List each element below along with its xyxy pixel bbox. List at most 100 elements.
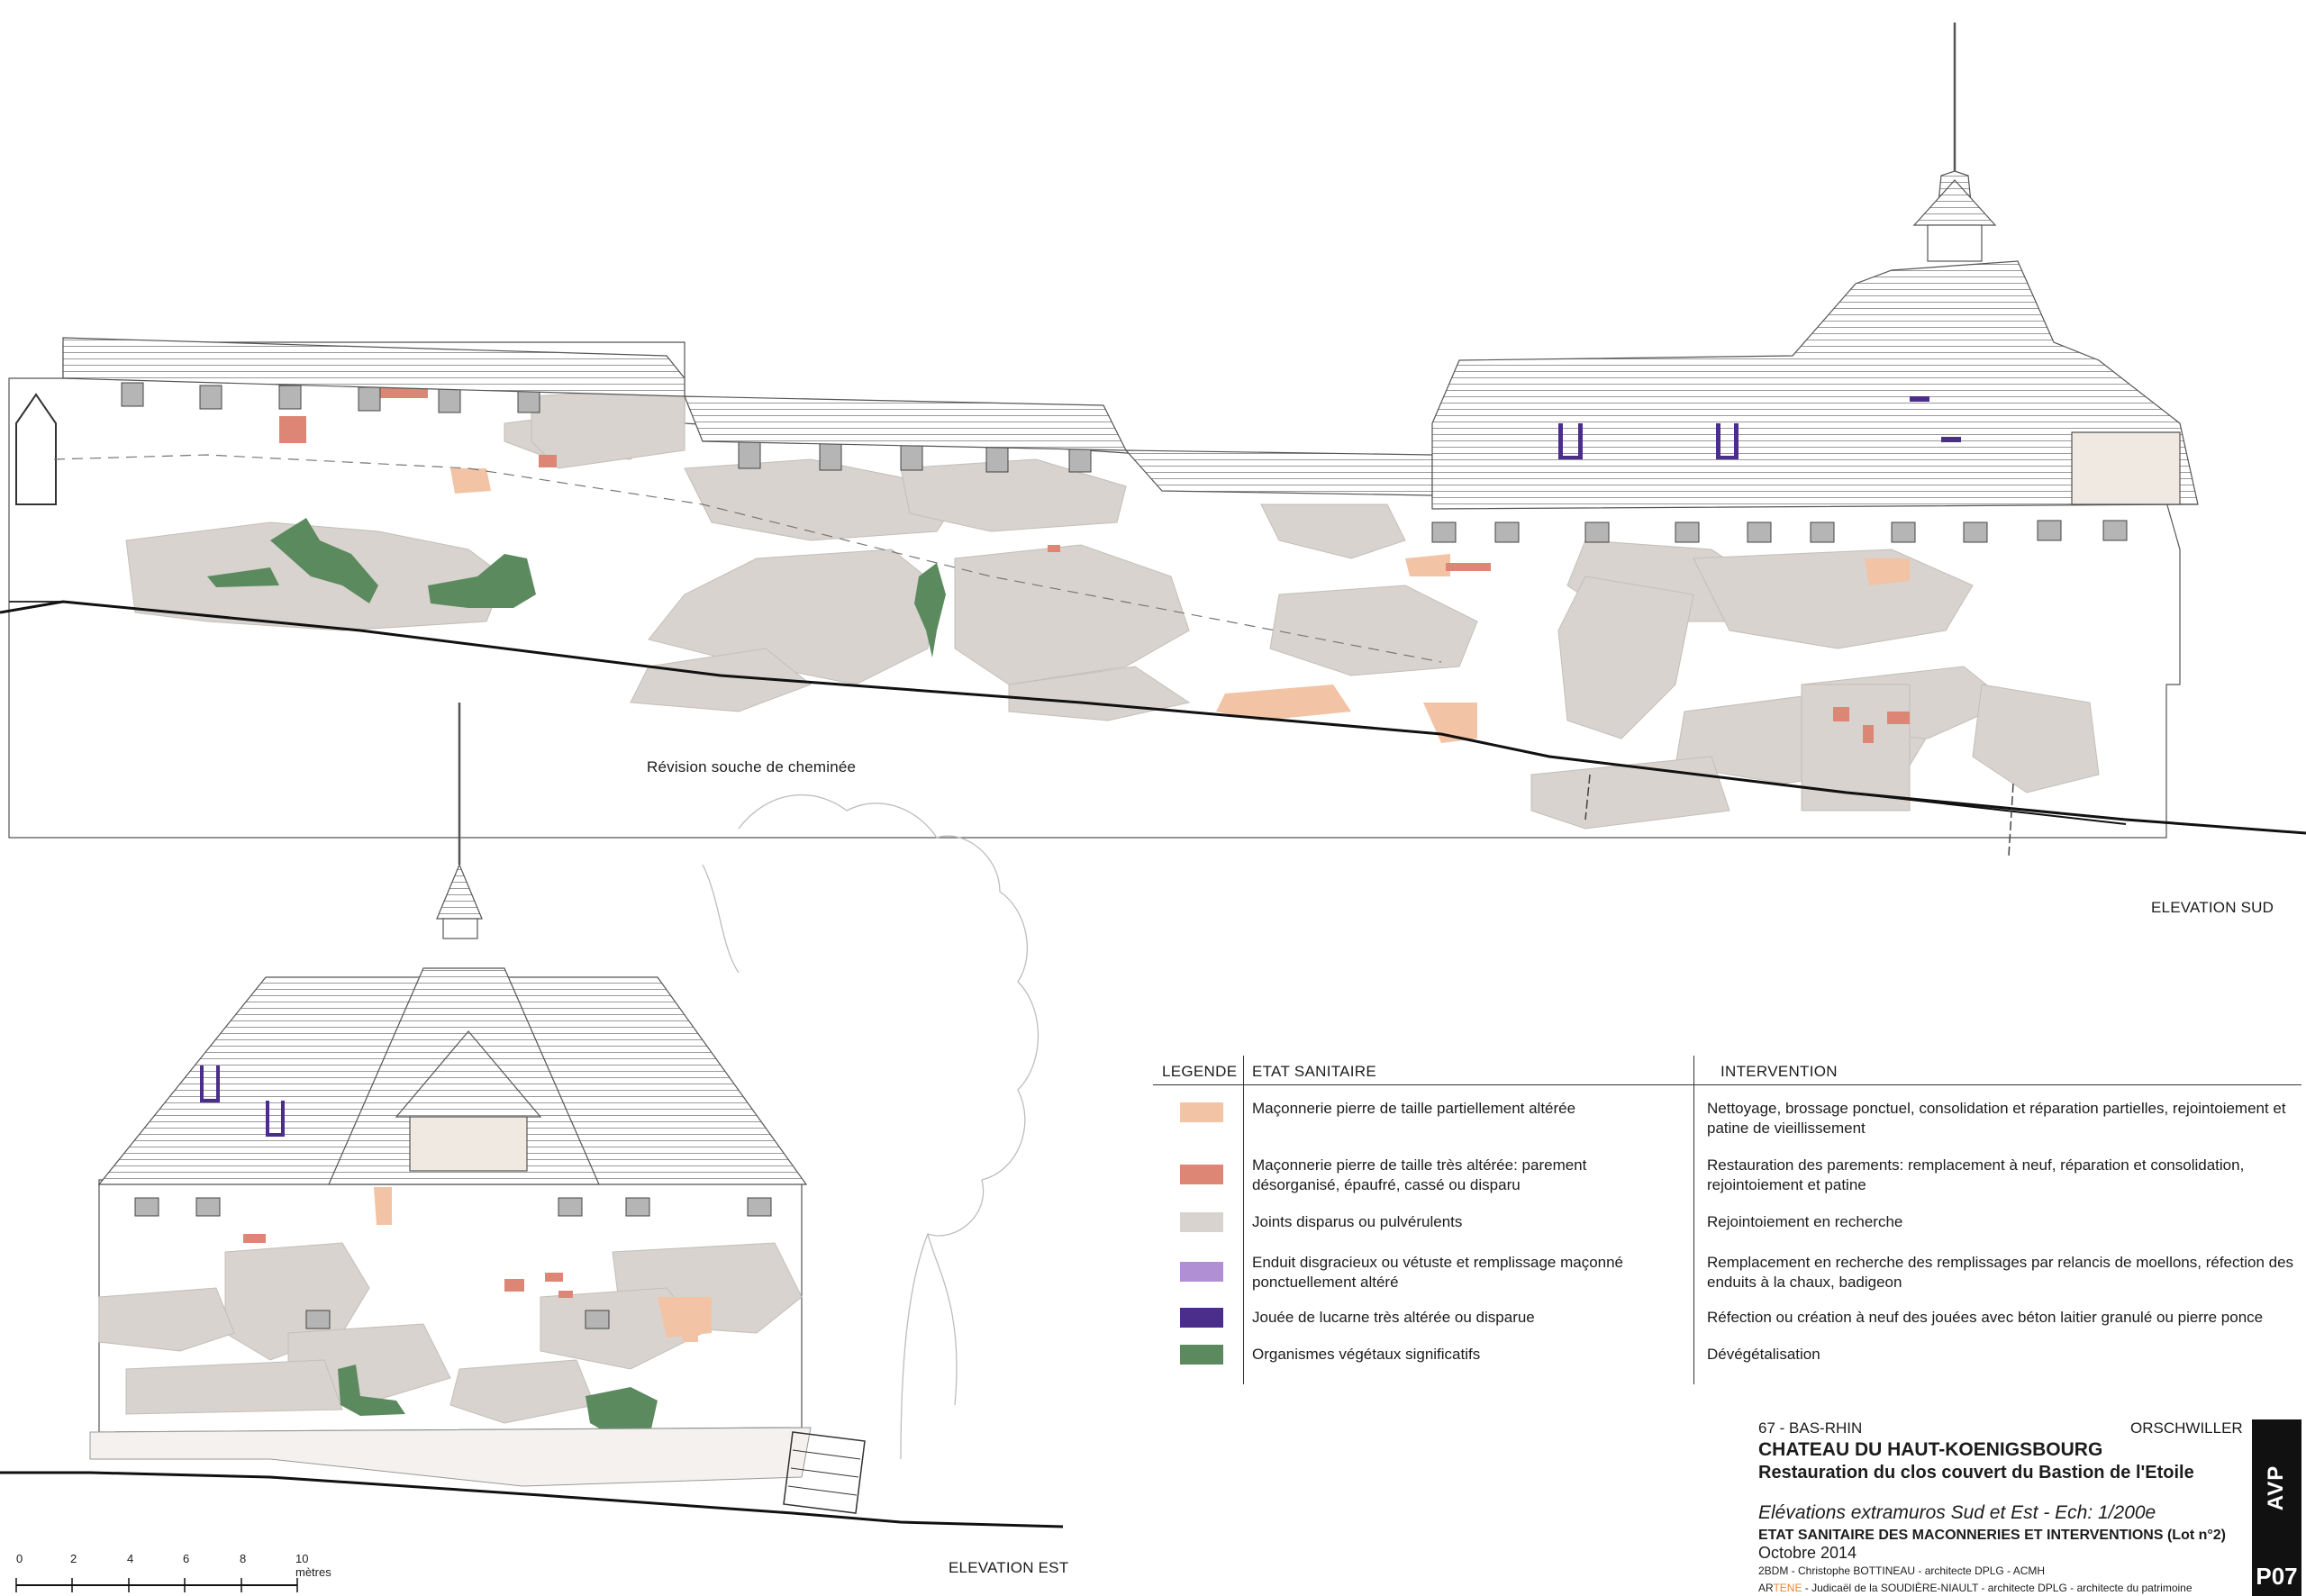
- title-block: 67 - BAS-RHIN ORSCHWILLER CHATEAU DU HAU…: [1748, 1416, 2252, 1596]
- roof-middle: [684, 395, 1127, 451]
- east-turret-base: [442, 918, 478, 939]
- window: [134, 1197, 159, 1217]
- legend-divider: [1693, 1056, 1694, 1384]
- patch-joints: [98, 1287, 235, 1352]
- tree-outline: [702, 793, 1040, 1460]
- patch-joints: [954, 544, 1190, 685]
- window: [358, 386, 381, 412]
- roof-west: [62, 337, 685, 397]
- patch-joints: [1260, 503, 1406, 559]
- legend-etat: Maçonnerie pierre de taille partiellemen…: [1252, 1100, 1576, 1117]
- legend-divider: [1243, 1056, 1244, 1384]
- tb-department: 67 - BAS-RHIN: [1758, 1419, 1863, 1437]
- label-elevation-est: ELEVATION EST: [949, 1559, 1069, 1576]
- elevation-est-drawing: [0, 703, 1064, 1528]
- window: [1810, 521, 1835, 543]
- elevation-sud-drawing: [0, 23, 2306, 857]
- patch-partial: [680, 1324, 698, 1342]
- tb-subtitle: Restauration du clos couvert du Bastion …: [1758, 1463, 2194, 1483]
- swatch-partial: [1180, 1102, 1223, 1122]
- window: [1747, 521, 1772, 543]
- ground-line-est: [0, 1471, 1064, 1528]
- tb-architect2: ARTENE - Judicaël de la SOUDIÈRE-NIAULT …: [1758, 1582, 2193, 1594]
- dashed-line: [53, 454, 1442, 663]
- scale-tick: 4: [127, 1552, 134, 1565]
- patch-joints: [1801, 684, 1911, 812]
- artene-brand-a: AR: [1758, 1582, 1774, 1594]
- east-rock: [89, 1427, 812, 1487]
- patch-very-altered: [539, 455, 557, 467]
- window: [585, 1310, 610, 1329]
- window: [2037, 520, 2062, 541]
- window: [517, 388, 540, 413]
- swatch-very-altered: [1180, 1165, 1223, 1184]
- patch-very-altered: [1833, 707, 1849, 721]
- window: [1584, 521, 1610, 543]
- window: [305, 1310, 331, 1329]
- patch-very-altered: [243, 1234, 266, 1243]
- window: [278, 385, 302, 410]
- dormer-joue: [1558, 456, 1583, 459]
- legend-intervention: Nettoyage, brossage ponctuel, consolidat…: [1707, 1100, 2286, 1137]
- title-sidebar: AVP P07: [2252, 1419, 2301, 1596]
- swatch-enduit: [1180, 1262, 1223, 1282]
- patch-vegetation: [338, 1365, 405, 1416]
- window: [1494, 521, 1520, 543]
- legend-intervention: Remplacement en recherche des remplissag…: [1707, 1254, 2294, 1291]
- swatch-joints: [1180, 1212, 1223, 1232]
- legend-intervention: Réfection ou création à neuf des jouées …: [1707, 1309, 2264, 1326]
- east-oriel: [409, 1116, 528, 1172]
- roof-bastion: [1431, 260, 2199, 510]
- patch-partial: [1865, 558, 1910, 585]
- window: [985, 444, 1009, 473]
- window: [199, 385, 222, 410]
- roof-mid2: [1124, 449, 1433, 496]
- turret-hood: [1912, 179, 1997, 226]
- label-revision: Révision souche de cheminée: [647, 758, 857, 775]
- patch-partial: [1216, 685, 1351, 721]
- dormer-joue: [1558, 423, 1563, 459]
- tb-sheet-title: ETAT SANITAIRE DES MACONNERIES ET INTERV…: [1758, 1528, 2227, 1543]
- window: [738, 440, 761, 469]
- legend-col-etat: ETAT SANITAIRE: [1252, 1063, 1377, 1080]
- legend-header-rule: [1153, 1084, 2301, 1085]
- window: [1963, 521, 1988, 543]
- legend-etat: Joints disparus ou pulvérulents: [1252, 1213, 1463, 1230]
- swatch-vegetation: [1180, 1345, 1223, 1365]
- patch-very-altered: [279, 416, 306, 443]
- window: [747, 1197, 772, 1217]
- patch-vegetation: [207, 567, 279, 587]
- patch-vegetation: [270, 518, 378, 603]
- patch-vegetation: [914, 563, 946, 657]
- dormer-joue: [266, 1133, 285, 1137]
- scale-tick: 0: [16, 1552, 23, 1565]
- dormer-joue: [1910, 396, 1929, 402]
- patch-joints: [125, 1359, 343, 1415]
- patch-very-altered: [558, 1291, 573, 1298]
- patch-very-altered: [1446, 563, 1491, 571]
- east-stairs: [783, 1431, 866, 1514]
- swatch-joue: [1180, 1308, 1223, 1328]
- dormer-joue: [1716, 423, 1720, 459]
- scale-bar-graphic: [15, 1578, 298, 1592]
- ground-sud-lower: [1846, 792, 2127, 825]
- scale-tick: 8: [240, 1552, 247, 1565]
- ground-line-sud: [0, 600, 2306, 835]
- patch-very-altered: [545, 1273, 563, 1282]
- patch-partial: [1405, 554, 1450, 576]
- scale-tick: 2: [70, 1552, 77, 1565]
- patch-partial: [450, 468, 491, 494]
- dormer-joue: [1716, 456, 1739, 459]
- dormer-joue: [1578, 423, 1583, 459]
- window: [819, 442, 842, 471]
- patch-joints: [449, 1359, 595, 1424]
- dormer-joue: [216, 1066, 220, 1102]
- tb-architect1: 2BDM - Christophe BOTTINEAU - architecte…: [1758, 1564, 2046, 1577]
- tb-drawing: Elévations extramuros Sud et Est - Ech: …: [1758, 1502, 2156, 1523]
- tb-date: Octobre 2014: [1758, 1544, 1857, 1562]
- sheet-number: P07: [2256, 1563, 2298, 1590]
- tb-commune: ORSCHWILLER: [2130, 1419, 2243, 1437]
- legend-etat: Enduit disgracieux ou vétuste et remplis…: [1252, 1254, 1624, 1291]
- legend-table: LEGENDE ETAT SANITAIRE INTERVENTION Maço…: [1153, 1054, 2306, 1387]
